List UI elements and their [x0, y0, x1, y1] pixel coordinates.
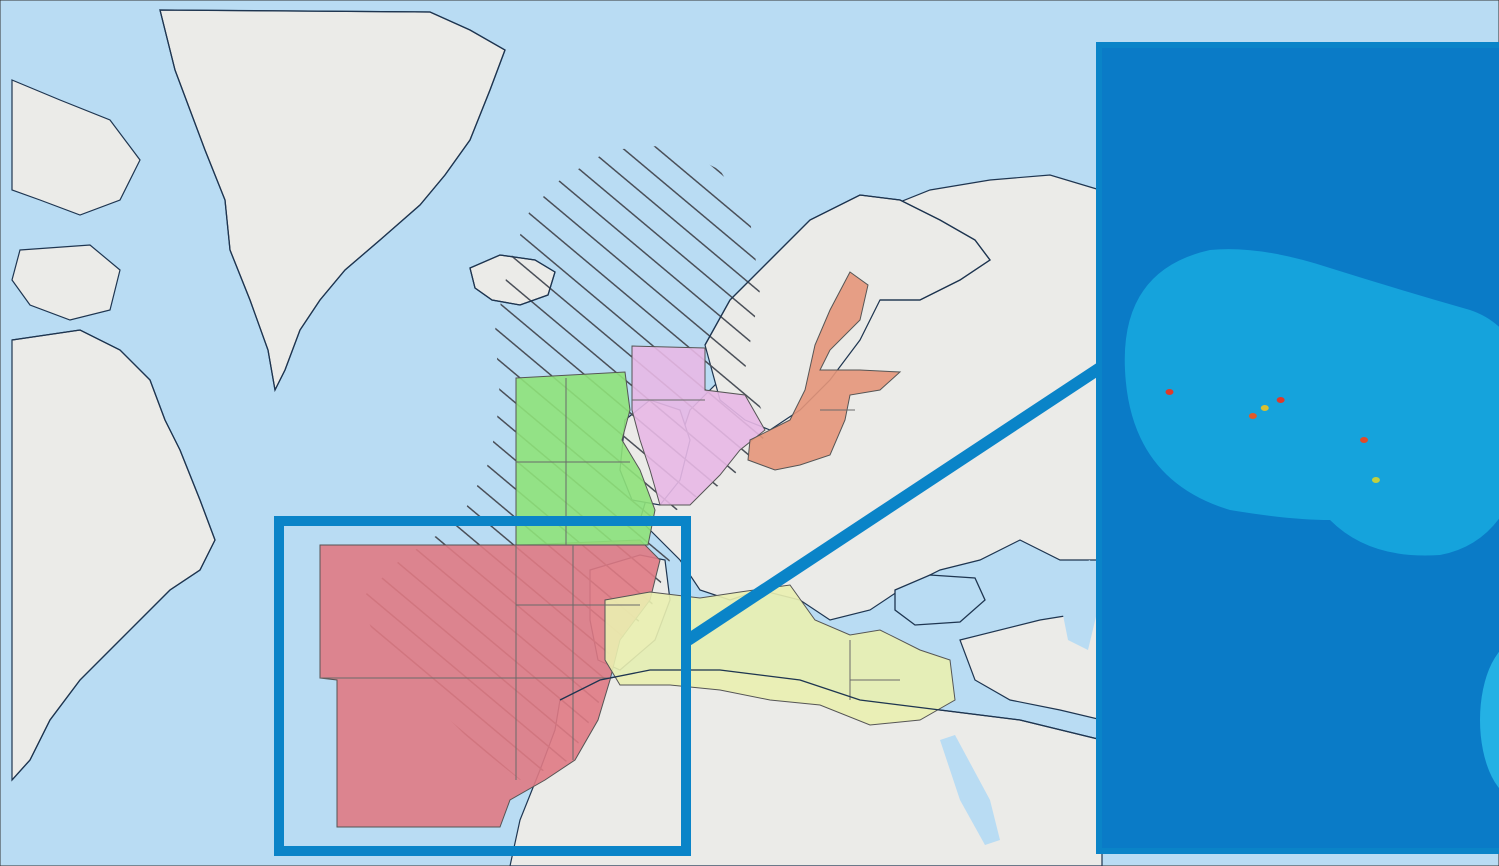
celtic-seas-zone: [515, 371, 656, 546]
inset-hotspots: [1165, 389, 1380, 483]
hotspot-5: [1360, 437, 1369, 443]
mediterranean-zone: [604, 584, 956, 726]
zoom-connector-line: [684, 362, 1104, 646]
atlantic-southwest-zone: [319, 539, 661, 828]
inset-buffer-zone: [1124, 249, 1499, 556]
hotspot-6: [1371, 477, 1380, 483]
red-sea: [940, 735, 1000, 845]
baltic-sea-zone: [747, 271, 902, 471]
canadian-arctic-1: [11, 79, 141, 216]
hotspot-4: [1276, 397, 1285, 403]
caspian-sea: [1060, 560, 1100, 650]
black-sea: [895, 575, 985, 625]
coastline-layer: [11, 9, 1103, 781]
hotspot-2: [1248, 413, 1257, 419]
zones-layer: [319, 271, 956, 828]
inset-buffer-zone-edge: [1480, 651, 1499, 789]
middle-east: [959, 609, 1103, 721]
zoom-source-box: [274, 516, 691, 856]
zone-grid-lines: [320, 378, 900, 780]
canadian-arctic-2: [11, 244, 121, 321]
hotspot-3: [1260, 405, 1269, 411]
inset-panel: [1096, 42, 1499, 854]
hotspot-1: [1165, 389, 1174, 395]
north-sea-zone: [631, 345, 766, 506]
